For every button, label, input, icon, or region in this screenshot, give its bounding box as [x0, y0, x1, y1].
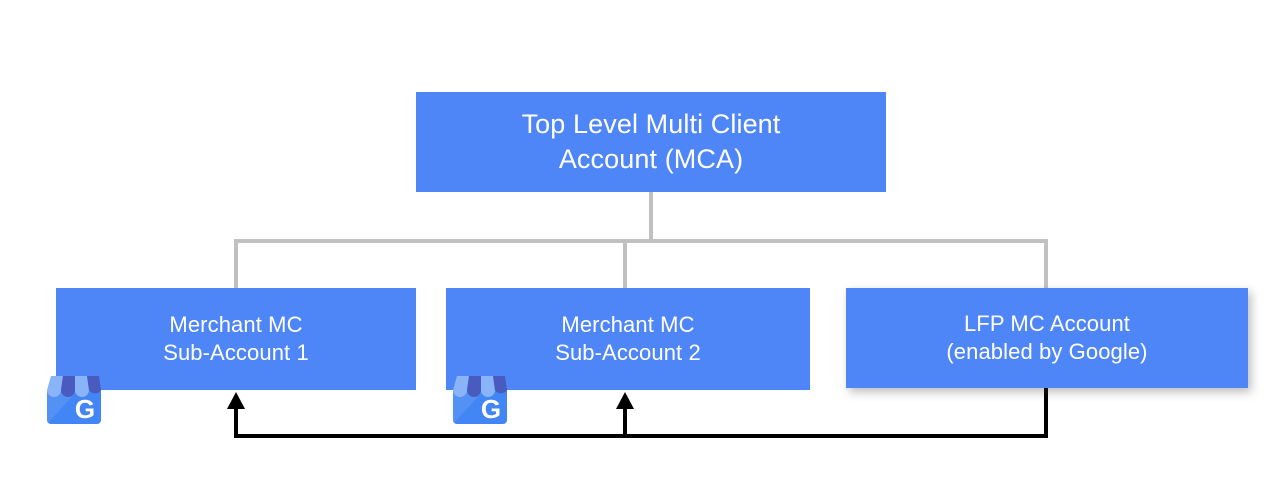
feedback-stem-to-sub1 — [234, 404, 238, 438]
svg-text:G: G — [75, 394, 95, 424]
node-top-level-mca-label: Top Level Multi Client Account (MCA) — [521, 109, 781, 174]
connector-mca-to-bus — [649, 192, 653, 243]
node-merchant-sub-account-2-label: Merchant MC Sub-Account 2 — [555, 311, 701, 365]
connector-bus-to-lfp — [1044, 239, 1048, 290]
node-merchant-sub-account-2[interactable]: Merchant MC Sub-Account 2 — [446, 288, 810, 390]
node-top-level-mca[interactable]: Top Level Multi Client Account (MCA) — [416, 92, 886, 192]
node-merchant-sub-account-1[interactable]: Merchant MC Sub-Account 1 — [56, 288, 416, 390]
feedback-arrowhead-sub2-icon — [616, 392, 634, 409]
node-lfp-mc-account-label: LFP MC Account (enabled by Google) — [946, 310, 1148, 364]
node-lfp-mc-account[interactable]: LFP MC Account (enabled by Google) — [846, 288, 1248, 388]
connector-horizontal-bus — [234, 239, 1048, 243]
svg-text:G: G — [481, 394, 501, 424]
feedback-horizontal-line — [234, 434, 1048, 438]
connector-bus-to-sub1 — [234, 239, 238, 290]
feedback-riser-from-lfp — [1044, 384, 1048, 438]
feedback-stem-to-sub2 — [623, 404, 627, 438]
feedback-arrowhead-sub1-icon — [227, 392, 245, 409]
connector-bus-to-sub2 — [623, 239, 627, 290]
node-merchant-sub-account-1-label: Merchant MC Sub-Account 1 — [163, 311, 309, 365]
google-my-business-storefront-icon: G — [444, 364, 516, 436]
google-my-business-storefront-icon: G — [38, 364, 110, 436]
